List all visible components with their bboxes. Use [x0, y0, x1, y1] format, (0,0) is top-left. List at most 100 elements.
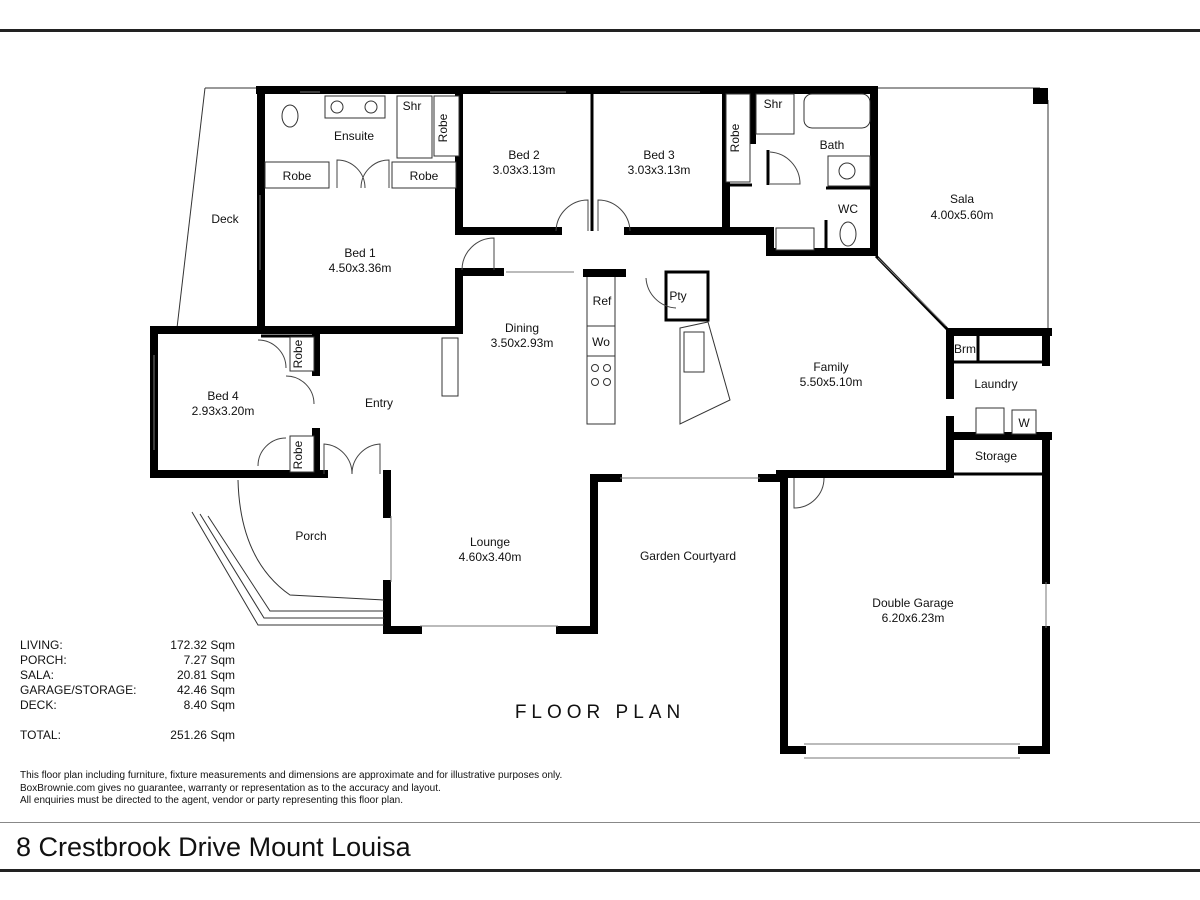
label-ref: Ref [593, 294, 612, 308]
label-bed3-name: Bed 3 [643, 148, 675, 162]
area-label: PORCH: [20, 653, 67, 667]
footer-rule-bottom [0, 869, 1200, 872]
label-garage-dim: 6.20x6.23m [882, 611, 945, 625]
door-garage [793, 477, 825, 509]
door-bed4-robe [257, 339, 287, 369]
label-robe-c: Robe [410, 169, 439, 183]
label-sala-name: Sala [950, 192, 974, 206]
label-porch: Porch [295, 529, 326, 543]
robe-bed4-top [289, 336, 315, 372]
area-summary: LIVING: 172.32 Sqm PORCH: 7.27 Sqm SALA:… [20, 638, 235, 743]
label-lounge-dim: 4.60x3.40m [459, 550, 522, 564]
label-ensuite: Ensuite [334, 129, 374, 143]
door-pty [645, 277, 677, 309]
porch-step-1 [191, 511, 384, 626]
area-label: DECK: [20, 698, 57, 712]
label-brm: Brm [954, 342, 976, 356]
label-storage: Storage [975, 449, 1017, 463]
label-deck: Deck [211, 212, 239, 226]
label-robe-f: Robe [291, 440, 305, 469]
area-value: 20.81 Sqm [176, 668, 235, 682]
bathtub [803, 93, 871, 129]
sala-glass [877, 257, 947, 327]
label-robe-a: Robe [436, 113, 450, 142]
area-value: 42.46 Sqm [176, 683, 235, 697]
label-robe-b: Robe [283, 169, 312, 183]
area-total-row: TOTAL: 251.26 Sqm [20, 728, 235, 743]
door-ensuite [336, 159, 366, 189]
ensuite-toilet [281, 104, 299, 128]
label-family-dim: 5.50x5.10m [800, 375, 863, 389]
kitchen-bench [586, 273, 616, 425]
label-robe-d: Robe [728, 123, 742, 152]
area-row: GARAGE/STORAGE: 42.46 Sqm [20, 683, 235, 698]
door-bed4-robe2 [257, 437, 287, 467]
wc-basin [775, 227, 815, 251]
label-dining-name: Dining [505, 321, 539, 335]
area-label: GARAGE/STORAGE: [20, 683, 137, 697]
label-sala-dim: 4.00x5.60m [931, 208, 994, 222]
disclaimer-line: All enquiries must be directed to the ag… [20, 795, 403, 806]
disclaimer-line: This floor plan including furniture, fix… [20, 770, 563, 781]
label-laundry: Laundry [974, 377, 1017, 391]
label-pty: Pty [669, 289, 686, 303]
label-lounge-name: Lounge [470, 535, 510, 549]
laundry-tub [975, 407, 1005, 435]
plan-title: FLOOR PLAN [515, 702, 685, 723]
door-entry-2 [351, 443, 381, 475]
label-bed1-dim: 4.50x3.36m [329, 261, 392, 275]
porch-step-2 [199, 513, 384, 619]
wc-toilet [839, 221, 857, 247]
area-label: SALA: [20, 668, 55, 682]
total-label: TOTAL: [20, 728, 61, 742]
area-label: LIVING: [20, 638, 63, 652]
cooktop-3 [591, 378, 599, 386]
robe-bed1-right [391, 161, 457, 189]
label-bed3-dim: 3.03x3.13m [628, 163, 691, 177]
total-value: 251.26 Sqm [170, 728, 235, 742]
cooktop-2 [603, 364, 611, 372]
door-ensuite-2 [360, 159, 390, 189]
door-bed3 [597, 199, 631, 232]
door-bed1 [461, 237, 495, 271]
robe-bed4-bottom [289, 435, 315, 473]
label-shr-ensuite: Shr [403, 99, 422, 113]
label-bed1-name: Bed 1 [344, 246, 376, 260]
area-value: 7.27 Sqm [183, 653, 235, 667]
area-row: LIVING: 172.32 Sqm [20, 638, 235, 653]
label-bed2-dim: 3.03x3.13m [493, 163, 556, 177]
door-bath [769, 151, 801, 185]
area-value: 172.32 Sqm [170, 638, 235, 652]
deck-edge [176, 87, 206, 329]
label-garage-name: Double Garage [872, 596, 954, 610]
property-address: 8 Crestbrook Drive Mount Louisa [16, 832, 411, 862]
label-wc: WC [838, 202, 858, 216]
area-row: DECK: 8.40 Sqm [20, 698, 235, 713]
disclaimer: This floor plan including furniture, fix… [20, 770, 562, 808]
area-value: 8.40 Sqm [183, 698, 235, 712]
label-w: W [1018, 416, 1030, 430]
bath-shower [755, 93, 795, 135]
label-entry: Entry [365, 396, 393, 410]
label-bed4-name: Bed 4 [207, 389, 239, 403]
porch-step-3 [207, 515, 384, 612]
pantry [664, 270, 710, 322]
robe-ensuite-box [433, 95, 460, 157]
door-entry [323, 443, 353, 475]
sala-post [1033, 88, 1048, 104]
ensuite-basin-1 [330, 100, 344, 114]
label-wo: Wo [592, 335, 610, 349]
dining-chairs [441, 337, 459, 397]
area-row: PORCH: 7.27 Sqm [20, 653, 235, 668]
label-bed4-dim: 2.93x3.20m [192, 404, 255, 418]
robe-bed3 [725, 93, 751, 183]
ensuite-basin-2 [364, 100, 378, 114]
label-shr-bath: Shr [764, 97, 783, 111]
label-bath: Bath [820, 138, 845, 152]
door-bed4 [285, 375, 315, 405]
kitchen-sink [683, 331, 705, 373]
label-bed2-name: Bed 2 [508, 148, 540, 162]
disclaimer-line: BoxBrownie.com gives no guarantee, warra… [20, 782, 441, 794]
label-robe-e: Robe [291, 339, 305, 368]
bath-basin [838, 162, 856, 180]
